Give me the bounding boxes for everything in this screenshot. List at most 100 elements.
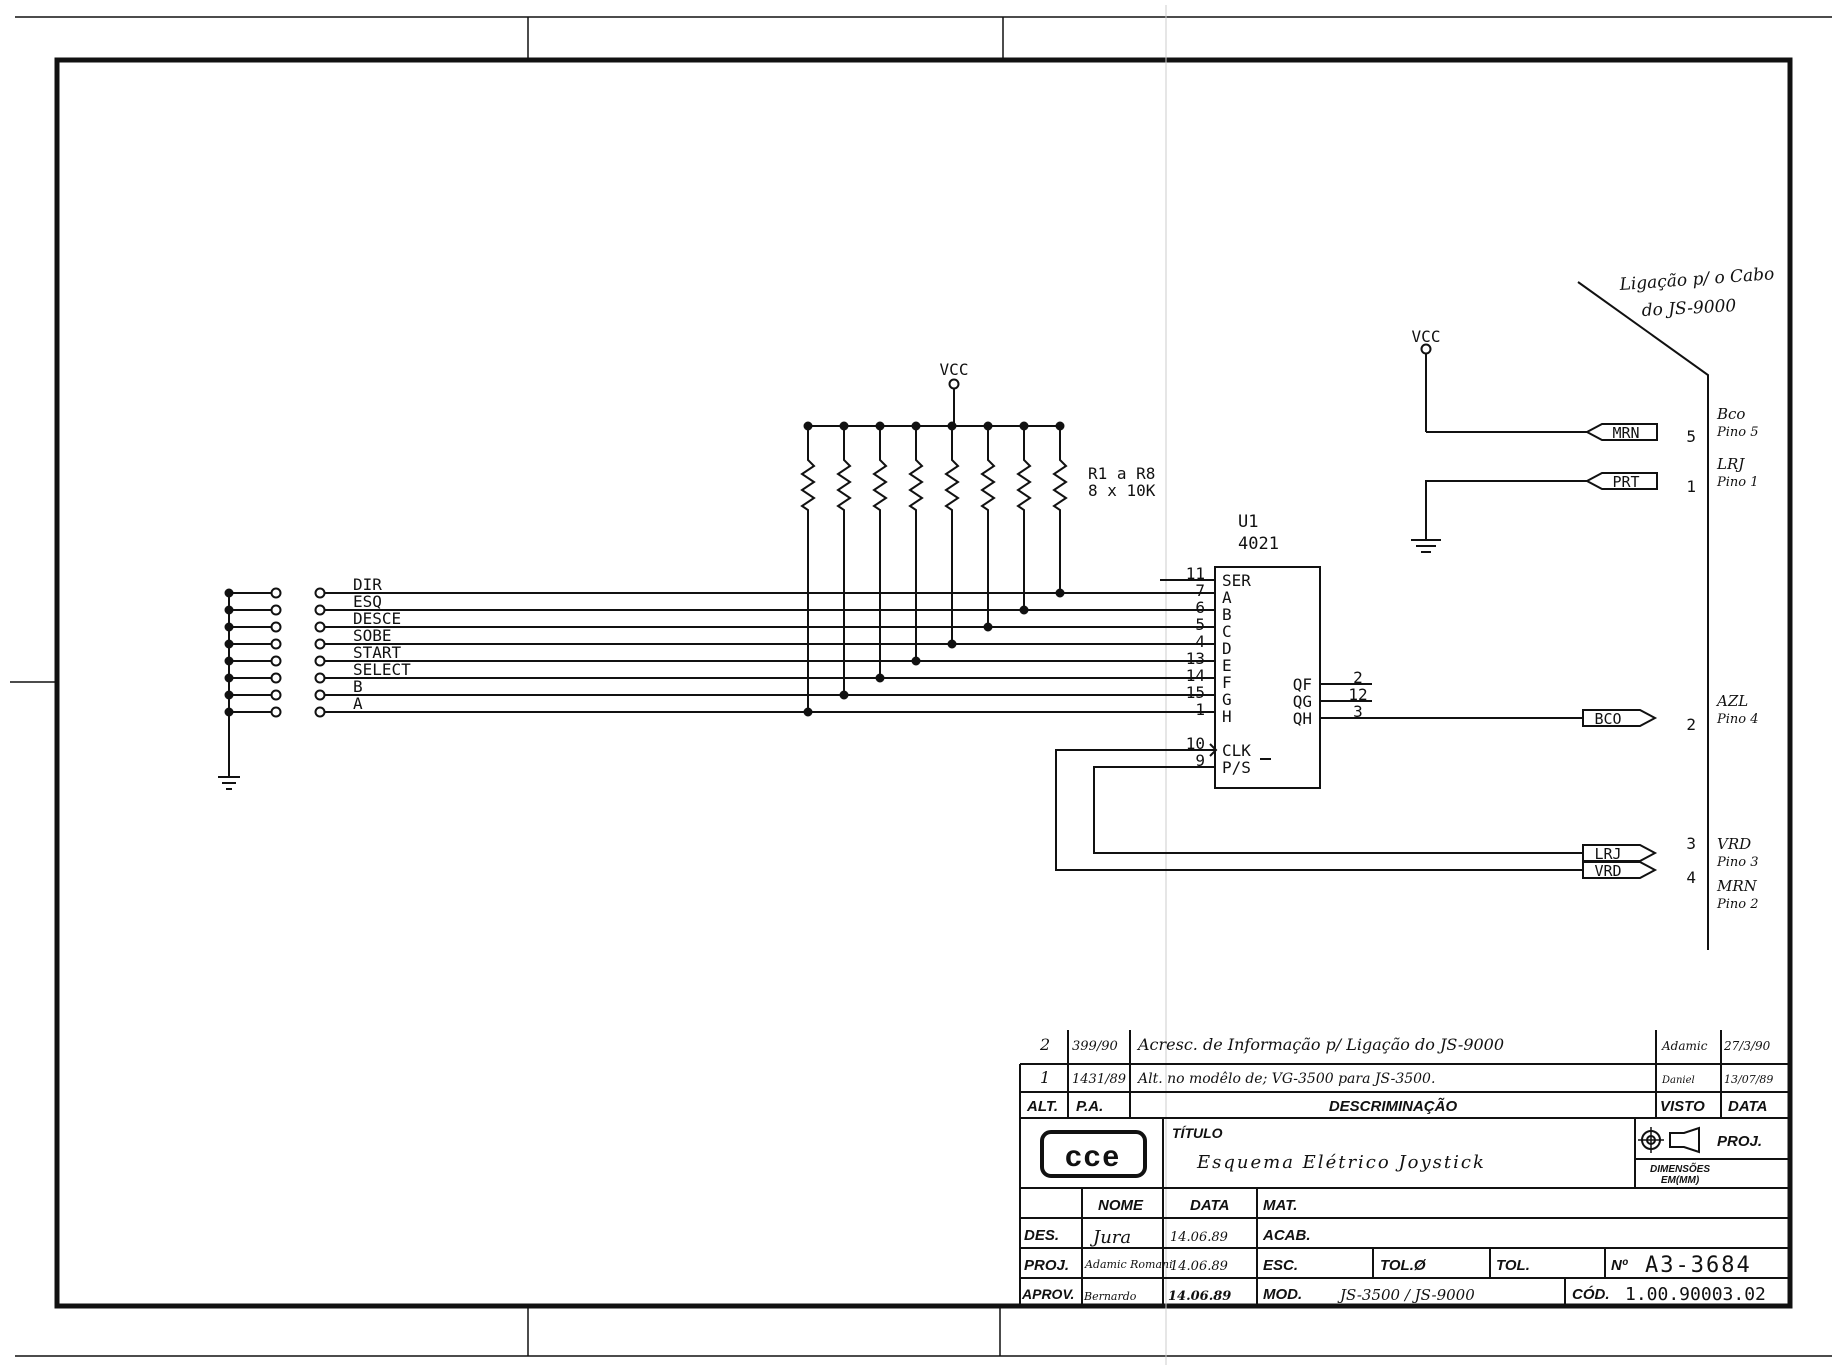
signal-labels: DIR ESQ DESCE SOBE START SELECT B A	[353, 575, 411, 713]
switch-contact	[270, 672, 282, 684]
switch-contact	[314, 621, 326, 633]
wire-color: MRN	[1716, 877, 1758, 895]
proj-row-label: PROJ.	[1024, 1257, 1069, 1274]
pin-number-b: 6	[1195, 598, 1205, 617]
switch-contact	[314, 604, 326, 616]
ic-outputs	[1320, 683, 1583, 719]
switch-contact	[314, 706, 326, 718]
pin-number-f: 14	[1186, 666, 1205, 685]
aprov-label: APROV.	[1021, 1286, 1074, 1302]
hdr-pa: P.A.	[1076, 1098, 1103, 1115]
switch-contact	[270, 587, 282, 599]
switch-contact	[314, 689, 326, 701]
switch-contact	[314, 655, 326, 667]
signal-label-select: SELECT	[353, 660, 411, 679]
des-label: DES.	[1024, 1227, 1059, 1244]
pin-number-qh: 3	[1353, 702, 1363, 721]
hdr-desc: DESCRIMINAÇÃO	[1329, 1097, 1458, 1115]
junction-dot	[224, 605, 234, 615]
signal-label-esq: ESQ	[353, 592, 382, 611]
pin-number-g: 15	[1186, 683, 1205, 702]
proj-symbol-label: PROJ.	[1717, 1133, 1762, 1150]
junction-dot	[224, 690, 234, 700]
clk-ps-wiring	[1055, 743, 1602, 871]
pin-number-qg: 12	[1348, 685, 1367, 704]
junction-dot	[224, 656, 234, 666]
pin-number-qf: 2	[1353, 668, 1363, 687]
proj-name: Adamic Romani	[1084, 1258, 1173, 1271]
rev-2-desc: Acresc. de Informação p/ Ligação do JS-9…	[1136, 1035, 1504, 1054]
switch-rows	[224, 587, 1215, 718]
connector-note-2: do JS-9000	[1641, 296, 1737, 321]
pin-number-a: 7	[1195, 581, 1205, 600]
signal-label-start: START	[353, 643, 402, 662]
net-name: LRJ	[1594, 845, 1621, 863]
switch-contact	[314, 672, 326, 684]
acab-label: ACAB.	[1262, 1227, 1311, 1244]
net-name: PRT	[1612, 473, 1639, 491]
net-flag	[1582, 709, 1658, 727]
ic-ref: U1	[1238, 512, 1258, 532]
connector-note-1: Ligação p/ o Cabo	[1618, 264, 1775, 295]
junction-dot	[224, 622, 234, 632]
pin-name-clk: CLK	[1222, 741, 1251, 760]
pin-number-h: 1	[1195, 700, 1205, 719]
connector-pin-number: 3	[1686, 834, 1696, 853]
pin-number-c: 5	[1195, 615, 1205, 634]
signal-label-b: B	[353, 677, 363, 696]
junction-dot	[224, 588, 234, 598]
rev-1-visto: Daniel	[1661, 1075, 1695, 1086]
pin-name-qf: QF	[1293, 675, 1312, 694]
svg-text:VCC: VCC	[940, 360, 969, 379]
pin-name-qg: QG	[1293, 692, 1312, 711]
titulo-label: TÍTULO	[1172, 1125, 1223, 1141]
rev-1-desc: Alt. no modêlo de; VG-3500 para JS-3500.	[1136, 1071, 1435, 1087]
switch-esq	[224, 604, 1215, 616]
net-flag	[1582, 861, 1658, 879]
switch-contact	[270, 638, 282, 650]
resistor-r6	[980, 426, 996, 627]
numero-value: A3-3684	[1645, 1253, 1752, 1278]
resistor-r3	[872, 426, 888, 678]
des-date: 14.06.89	[1170, 1230, 1228, 1245]
nome-label: NOME	[1098, 1197, 1144, 1214]
pin-number-e: 13	[1186, 649, 1205, 668]
signal-label-a: A	[353, 694, 363, 713]
rev-2-data: 27/3/90	[1723, 1039, 1771, 1053]
proj-date: 14.06.89	[1170, 1259, 1228, 1274]
switch-select	[224, 672, 1215, 684]
switch-contact	[270, 655, 282, 667]
drawing-frame	[10, 5, 1832, 1365]
ic-part: 4021	[1238, 534, 1279, 554]
pin-number-ps: 9	[1195, 751, 1205, 770]
dims-label-1: DIMENSÕES	[1650, 1162, 1710, 1175]
resistor-label-2: 8 x 10K	[1088, 481, 1156, 500]
aprov-date: 14.06.89	[1168, 1289, 1231, 1304]
mat-label: MAT.	[1263, 1197, 1297, 1214]
connector-pin-number: 2	[1686, 715, 1696, 734]
pin-name-a: A	[1222, 588, 1232, 607]
switch-desce	[224, 621, 1215, 633]
rev-2-pa: 399/90	[1072, 1039, 1118, 1054]
switch-start	[224, 655, 1215, 667]
net-name: VRD	[1594, 862, 1621, 880]
pin-number-d: 4	[1195, 632, 1205, 651]
junction-dot	[224, 673, 234, 683]
switch-sobe	[224, 638, 1215, 650]
connector-pin-number: 5	[1686, 427, 1696, 446]
numero-label: Nº	[1611, 1257, 1629, 1274]
pin-name-e: E	[1222, 656, 1232, 675]
resistor-r7	[1016, 426, 1032, 610]
dims-label-2: EM(MM)	[1661, 1175, 1700, 1186]
aprov-name: Bernardo	[1083, 1290, 1137, 1303]
switch-contact	[270, 689, 282, 701]
rev-1-data: 13/07/89	[1724, 1073, 1773, 1086]
tol0-label: TOL.Ø	[1380, 1257, 1427, 1274]
net-name: BCO	[1594, 710, 1621, 728]
mod-value: JS-3500 / JS-9000	[1337, 1286, 1475, 1304]
wire-pin: Pino 2	[1716, 897, 1759, 912]
